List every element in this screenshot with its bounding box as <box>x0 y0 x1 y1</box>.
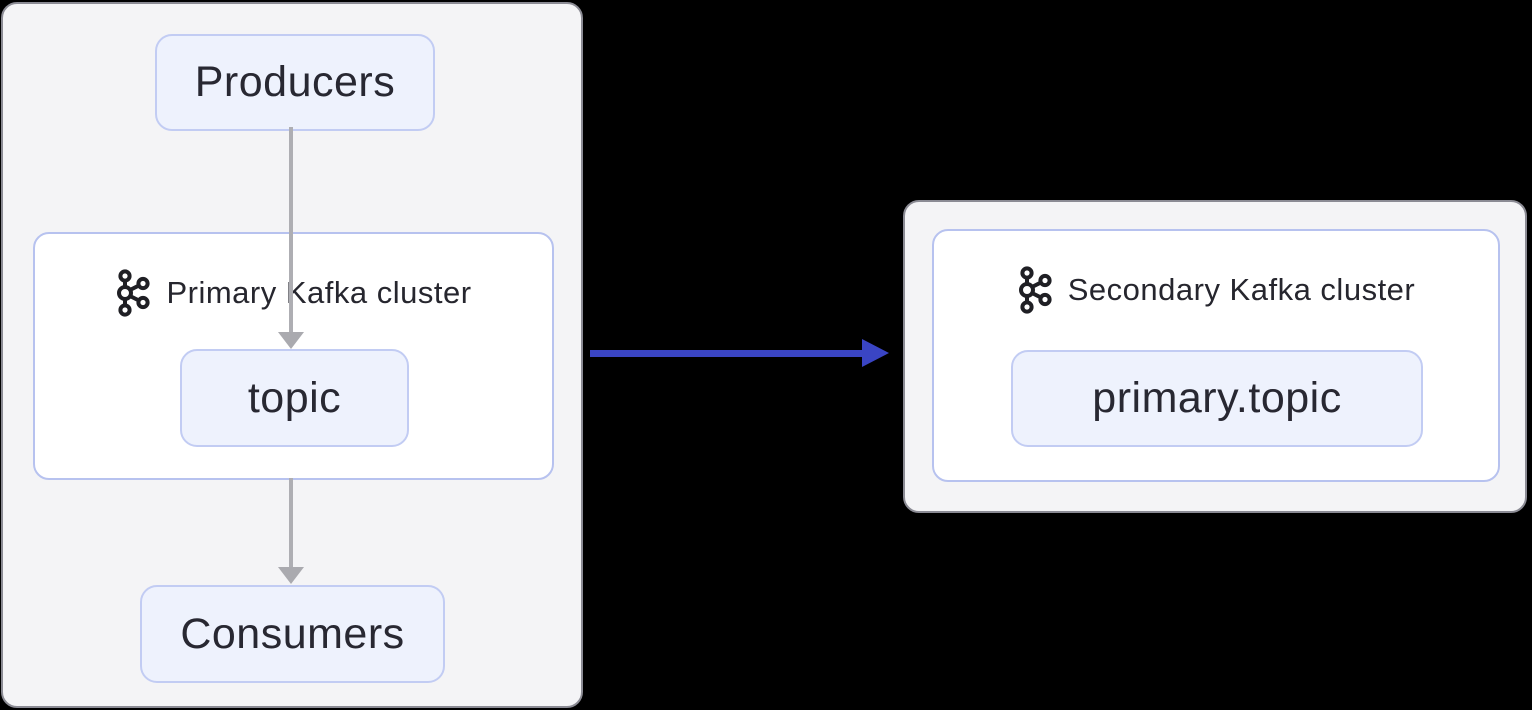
node-primary-topic: primary.topic <box>1011 350 1423 447</box>
secondary-environment-panel: Secondary Kafka cluster primary.topic <box>903 200 1527 513</box>
edge-producers-to-topic-line <box>289 127 293 333</box>
kafka-icon <box>117 269 151 317</box>
primary-cluster-label: Primary Kafka cluster <box>166 275 472 310</box>
secondary-kafka-cluster: Secondary Kafka cluster primary.topic <box>932 229 1500 482</box>
node-consumers-label: Consumers <box>180 609 405 658</box>
secondary-cluster-label: Secondary Kafka cluster <box>1067 272 1416 307</box>
node-topic-label: topic <box>247 373 342 422</box>
primary-environment-panel: Producers Primary <box>1 2 583 708</box>
arrow-down-icon <box>278 332 304 349</box>
kafka-icon <box>1018 266 1052 314</box>
primary-kafka-cluster: Primary Kafka cluster topic <box>33 232 554 480</box>
edge-primary-to-secondary-line <box>590 350 864 357</box>
primary-cluster-header: Primary Kafka cluster <box>35 269 552 317</box>
node-producers-label: Producers <box>194 58 396 106</box>
node-consumers: Consumers <box>140 585 445 683</box>
edge-cluster-to-consumers-line <box>289 478 293 568</box>
node-primary-topic-label: primary.topic <box>1092 374 1342 422</box>
secondary-cluster-header: Secondary Kafka cluster <box>934 266 1498 314</box>
arrow-down-icon <box>278 567 304 584</box>
node-topic: topic <box>180 349 409 447</box>
arrow-right-icon <box>862 339 889 367</box>
node-producers: Producers <box>155 34 435 131</box>
